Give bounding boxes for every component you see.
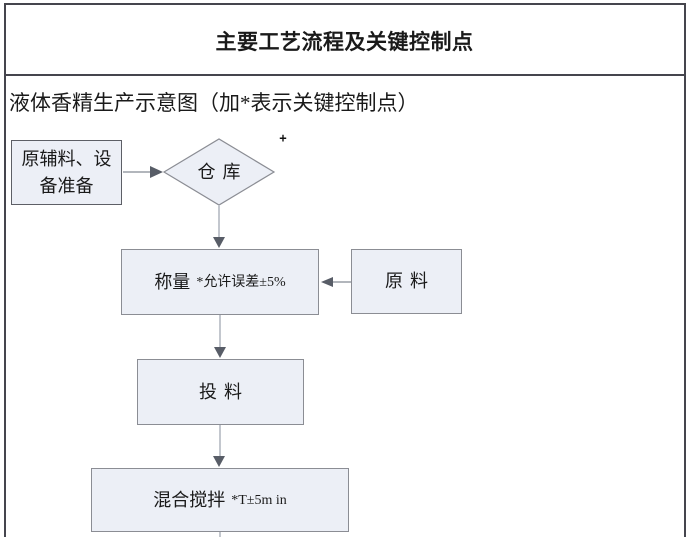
node-weigh: 称量 *允许误差±5% [121, 249, 319, 315]
node-feed: 投料 [137, 359, 304, 425]
node-weigh-label: 称量 [154, 271, 191, 292]
node-prepare: 原辅料、设备准备 [11, 140, 122, 205]
stray-plus-mark: + [279, 131, 287, 145]
node-warehouse-label: 仓库 [197, 161, 248, 182]
page-border [4, 3, 686, 537]
diagram-caption: 液体香精生产示意图（加*表示关键控制点） [9, 91, 419, 115]
header-divider [5, 74, 685, 76]
node-mix-note: *T±5m in [231, 492, 287, 508]
node-prepare-label: 原辅料、设备准备 [21, 148, 112, 196]
page-title: 主要工艺流程及关键控制点 [215, 30, 474, 54]
node-feed-label: 投料 [199, 381, 249, 402]
node-warehouse: 仓库 [164, 139, 274, 205]
node-raw: 原料 [351, 249, 462, 314]
node-mix-label: 混合搅拌 [153, 489, 226, 510]
node-raw-label: 原料 [385, 271, 435, 291]
node-weigh-note: *允许误差±5% [196, 274, 286, 290]
node-mix: 混合搅拌 *T±5m in [91, 468, 349, 532]
